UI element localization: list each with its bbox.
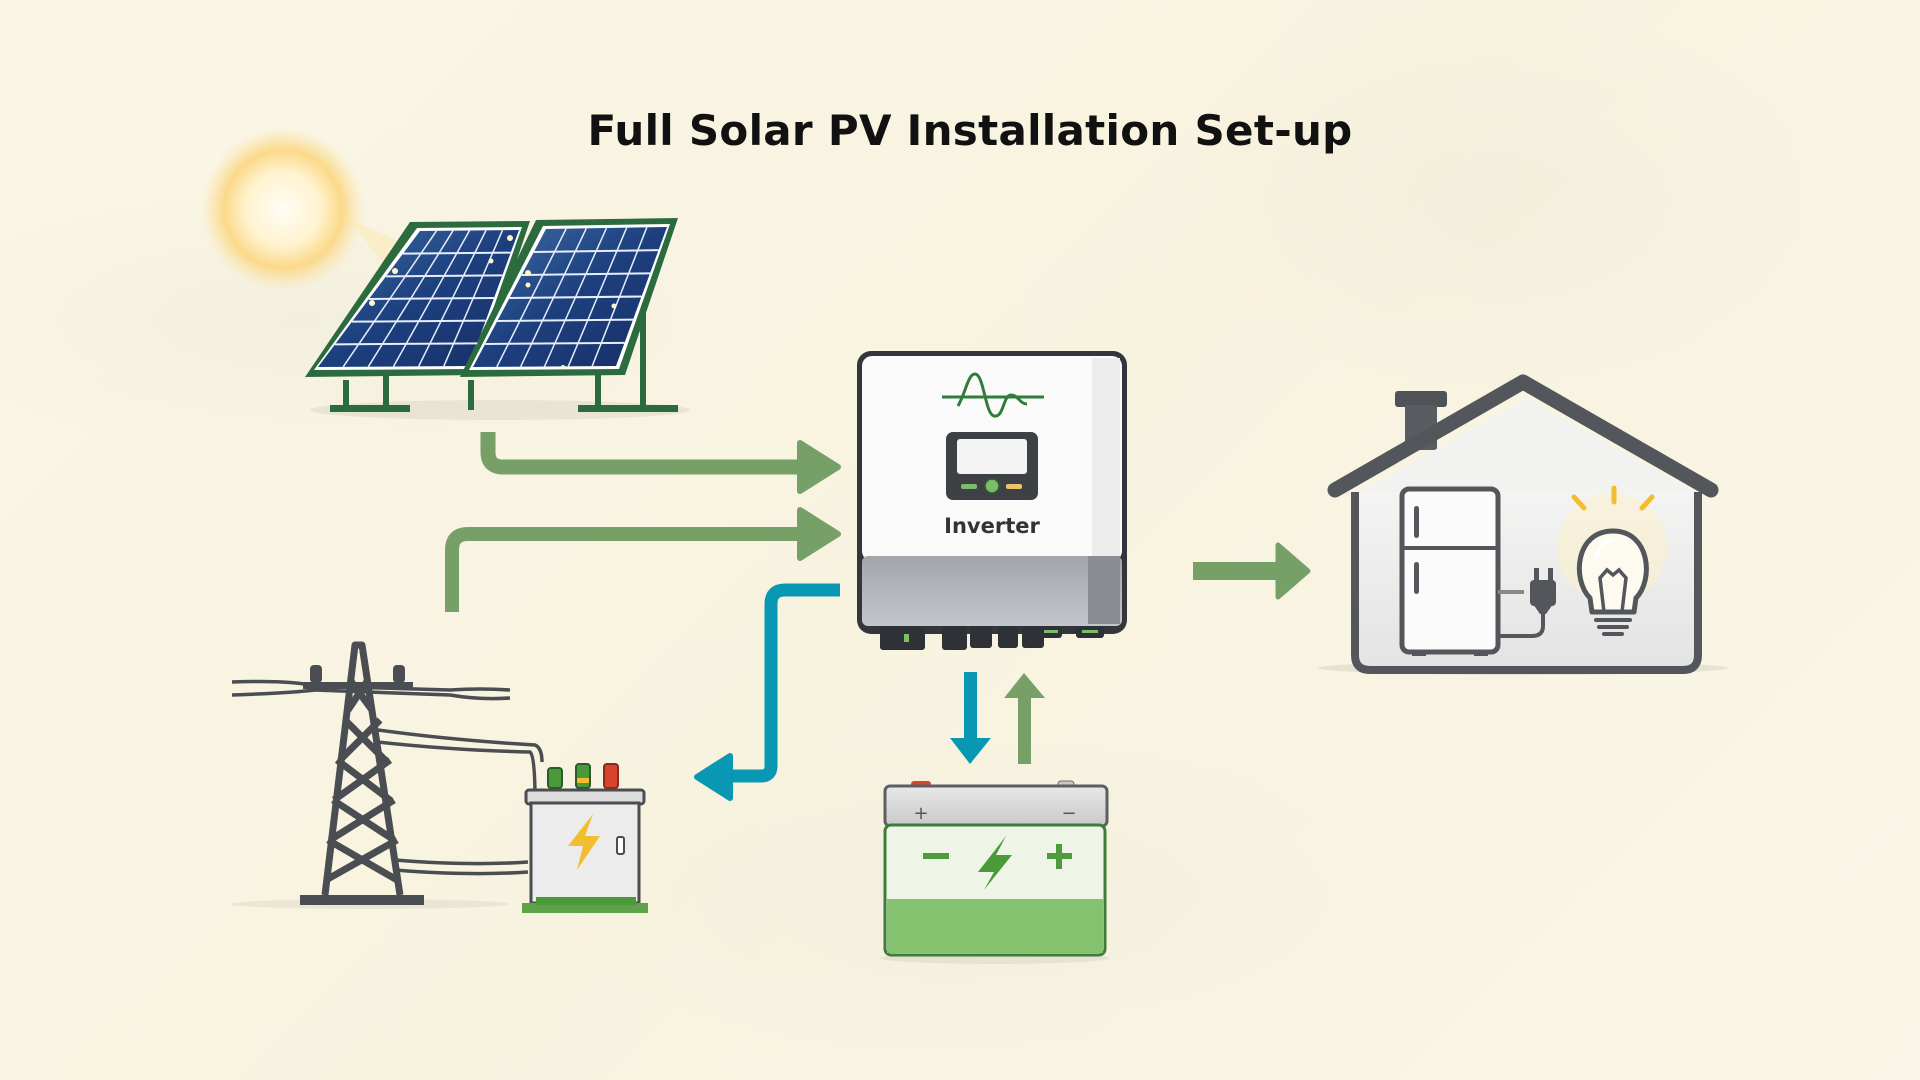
inverter-label: Inverter: [944, 514, 1040, 538]
panel-col-line: [367, 230, 454, 368]
flow-arrow-inverter-to-battery: [950, 672, 991, 764]
display-icon: [946, 432, 1038, 500]
refrigerator-icon: [1399, 486, 1501, 656]
flow-arrow-inverter-to-house: [1193, 542, 1311, 600]
panel-col-line: [443, 229, 504, 367]
battery-icon: + −: [880, 780, 1110, 964]
panel-col-line: [496, 228, 567, 368]
flow-arrow-panels-to-inverter: [480, 432, 841, 494]
panel-col-line: [543, 227, 608, 367]
diagram-title: Full Solar PV Installation Set-up: [587, 106, 1353, 155]
inverter-icon: Inverter: [857, 351, 1127, 650]
panel-col-line: [567, 227, 628, 367]
transformer-icon: [522, 763, 648, 913]
battery-terminal-negative: −: [1061, 803, 1076, 824]
sine-wave-icon: [942, 372, 1044, 418]
panel-col-line: [342, 230, 438, 368]
power-tower-icon: [230, 641, 544, 909]
battery-terminal-positive: +: [913, 803, 928, 824]
flow-arrow-inverter-to-grid: [694, 583, 840, 801]
panel-col-line: [417, 230, 487, 367]
panel-col-line: [392, 230, 471, 367]
flow-arrow-grid-to-inverter: [445, 507, 841, 612]
flow-arrow-battery-to-inverter: [1004, 673, 1045, 764]
plug-icon: [1498, 568, 1556, 638]
panel-col-line: [591, 227, 648, 367]
panel-col-line: [519, 228, 588, 367]
solar-panel-icon: [305, 218, 690, 420]
house-icon: [1318, 374, 1728, 675]
light-bulb-icon: [1557, 485, 1667, 636]
